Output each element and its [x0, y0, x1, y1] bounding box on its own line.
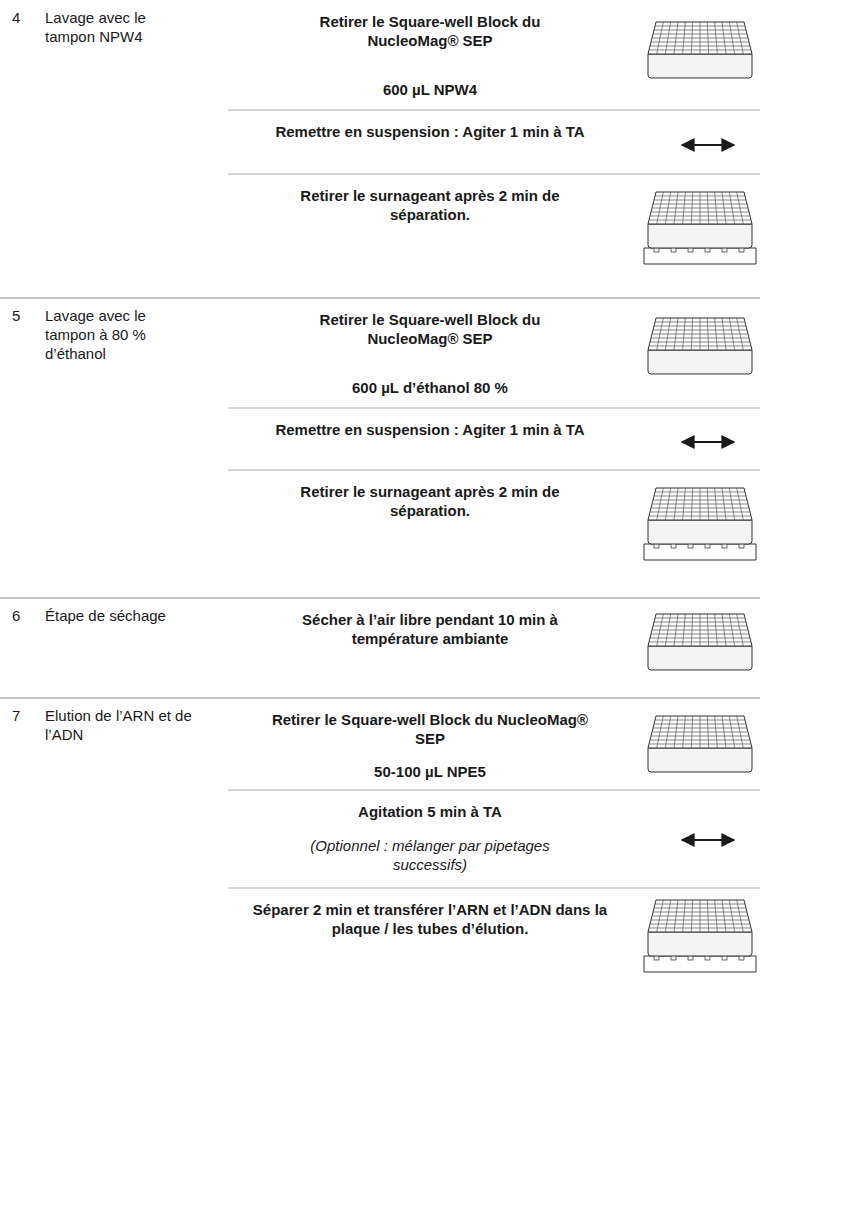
- step-number: 7: [12, 706, 40, 725]
- step-number: 6: [12, 606, 40, 625]
- square-well-plate: [648, 716, 752, 772]
- sub-separator: [228, 790, 760, 791]
- instruction-text: 600 µL d’éthanol 80 %: [280, 378, 580, 397]
- sub-separator: [228, 888, 760, 889]
- note-text: (Optionnel : mélanger par pipetages succ…: [290, 836, 570, 874]
- step-title: Lavage avec le tampon NPW4: [45, 8, 195, 46]
- instruction-text: Sécher à l’air libre pendant 10 min à te…: [270, 610, 590, 648]
- instruction-text: Séparer 2 min et transférer l’ARN et l’A…: [245, 900, 615, 938]
- row-separator: [0, 698, 760, 699]
- shake-arrow: [682, 839, 734, 841]
- sub-separator: [228, 174, 760, 175]
- instruction-text: 50-100 µL NPE5: [280, 762, 580, 781]
- row-separator: [0, 298, 760, 299]
- row-separator: [0, 598, 760, 599]
- sub-separator: [228, 408, 760, 409]
- step-number: 5: [12, 306, 40, 325]
- instruction-text: Remettre en suspension : Agiter 1 min à …: [270, 122, 590, 141]
- plate-on-magnet: [644, 900, 756, 972]
- instruction-text: Remettre en suspension : Agiter 1 min à …: [270, 420, 590, 439]
- step-title: Étape de séchage: [45, 606, 195, 625]
- step-title: Lavage avec le tampon à 80 % d’éthanol: [45, 306, 195, 363]
- square-well-plate: [648, 318, 752, 374]
- instruction-text: Retirer le surnageant après 2 min de sép…: [300, 482, 560, 520]
- step-title: Elution de l’ARN et de l’ADN: [45, 706, 195, 744]
- shake-arrow: [682, 441, 734, 443]
- sub-separator: [228, 470, 760, 471]
- instruction-text: Agitation 5 min à TA: [280, 802, 580, 821]
- instruction-text: 600 µL NPW4: [280, 80, 580, 99]
- instruction-text: Retirer le Square-well Block du NucleoMa…: [315, 310, 545, 348]
- square-well-plate: [648, 614, 752, 670]
- square-well-plate: [648, 22, 752, 78]
- instruction-text: Retirer le Square-well Block du NucleoMa…: [315, 12, 545, 50]
- shake-arrow: [682, 144, 734, 146]
- plate-on-magnet: [644, 488, 756, 560]
- step-number: 4: [12, 8, 40, 27]
- instruction-text: Retirer le surnageant après 2 min de sép…: [265, 186, 595, 224]
- instruction-text: Retirer le Square-well Block du NucleoMa…: [265, 710, 595, 748]
- plate-on-magnet: [644, 192, 756, 264]
- sub-separator: [228, 110, 760, 111]
